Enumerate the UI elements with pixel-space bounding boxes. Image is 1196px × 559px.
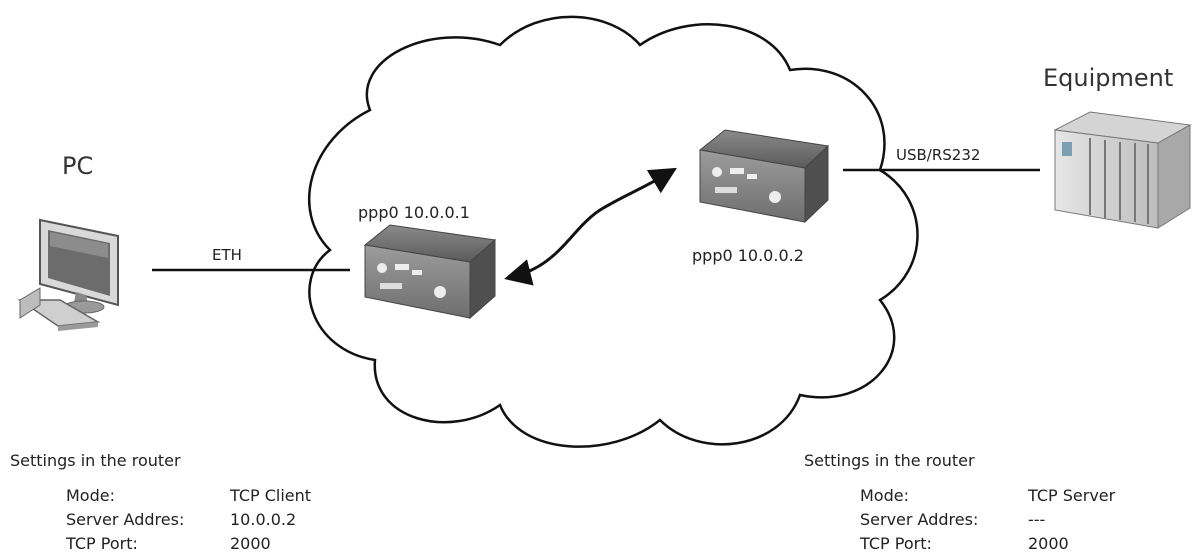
pc-label: PC (62, 152, 94, 180)
settings-right-port-value: 2000 (1028, 534, 1069, 553)
settings-right-server-value: --- (1028, 510, 1046, 529)
settings-right-mode-key: Mode: (860, 486, 909, 505)
settings-left-server-key: Server Addres: (66, 510, 185, 529)
settings-left-heading: Settings in the router (10, 451, 181, 470)
settings-left-mode-key: Mode: (66, 486, 115, 505)
router-right-ip-label: ppp0 10.0.0.2 (692, 246, 804, 265)
usb-rs232-label: USB/RS232 (896, 146, 981, 164)
settings-left-port-key: TCP Port: (66, 534, 138, 553)
equipment-icon (1053, 111, 1192, 229)
settings-left-server-value: 10.0.0.2 (230, 510, 297, 529)
router-right-icon (698, 129, 830, 224)
pc-icon (17, 218, 119, 331)
settings-right-heading: Settings in the router (804, 451, 975, 470)
router-left-ip-label: ppp0 10.0.0.1 (358, 203, 470, 222)
settings-right-server-key: Server Addres: (860, 510, 979, 529)
equipment-label: Equipment (1043, 64, 1174, 92)
router-left-icon (363, 224, 497, 320)
router-connection-arrow (504, 167, 677, 286)
settings-left-mode-value: TCP Client (230, 486, 312, 505)
settings-right-port-key: TCP Port: (860, 534, 932, 553)
settings-left-port-value: 2000 (230, 534, 271, 553)
eth-label: ETH (212, 246, 242, 264)
settings-right-mode-value: TCP Server (1028, 486, 1116, 505)
